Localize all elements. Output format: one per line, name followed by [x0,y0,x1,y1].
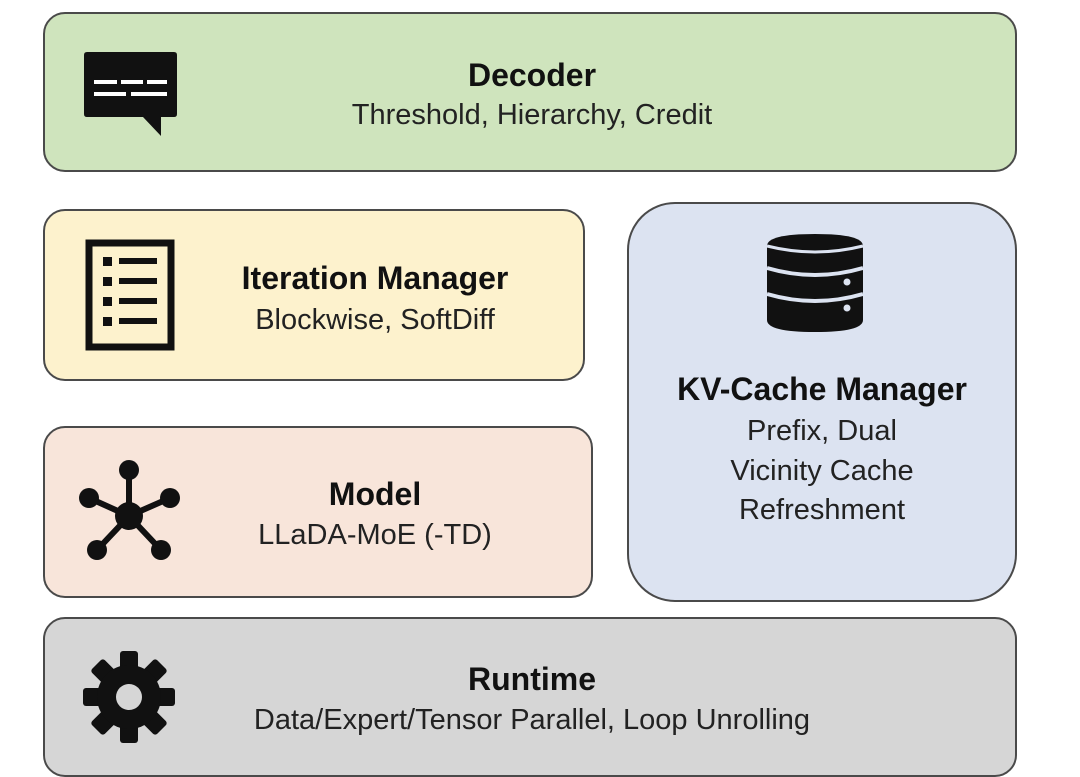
model-subtitle: LLaDA-MoE (-TD) [258,519,492,551]
kv-cache-line-3: Refreshment [738,494,905,526]
database-icon [766,234,864,332]
kv-cache-line-1: Prefix, Dual [747,415,897,447]
iteration-manager-subtitle: Blockwise, SoftDiff [255,304,495,336]
kv-cache-manager-title: KV-Cache Manager [677,371,967,407]
gear-icon [83,651,175,743]
decoder-box: Decoder Threshold, Hierarchy, Credit [43,12,1017,172]
kv-cache-manager-box: KV-Cache Manager Prefix, Dual Vicinity C… [627,202,1017,602]
model-box: Model LLaDA-MoE (-TD) [43,426,593,598]
kv-cache-line-2: Vicinity Cache [730,455,914,487]
chat-bubble-icon [84,52,177,136]
decoder-subtitle: Threshold, Hierarchy, Credit [351,99,713,131]
decoder-title: Decoder [467,57,597,93]
runtime-subtitle: Data/Expert/Tensor Parallel, Loop Unroll… [253,704,811,736]
network-hub-icon [79,460,180,560]
runtime-title: Runtime [468,661,596,697]
iteration-manager-box: Iteration Manager Blockwise, SoftDiff [43,209,585,381]
runtime-box: Runtime Data/Expert/Tensor Parallel, Loo… [43,617,1017,777]
checklist-icon [85,239,175,351]
iteration-manager-title: Iteration Manager [241,260,509,296]
model-title: Model [328,476,422,512]
